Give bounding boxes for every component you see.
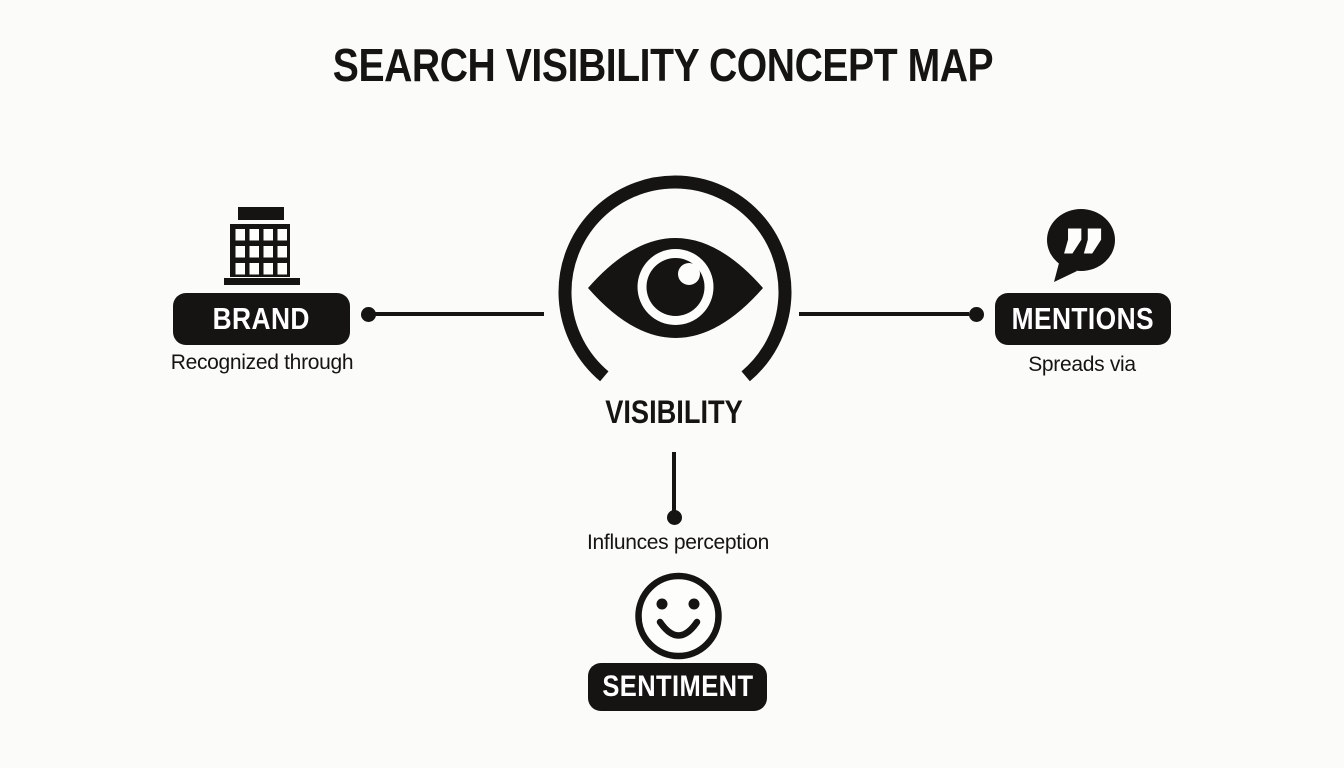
connector-mentions-line	[799, 312, 969, 316]
sentiment-node-pill: SENTIMENT	[588, 663, 767, 711]
eye-in-circle-icon	[558, 175, 792, 382]
brand-label: BRAND	[212, 301, 311, 336]
sentiment-sublabel: Influnces perception	[587, 531, 769, 554]
quote-bubble-icon: ”	[1047, 209, 1115, 290]
visibility-label-text: VISIBILITY	[605, 394, 743, 430]
building-icon	[224, 207, 300, 285]
mentions-label: MENTIONS	[1011, 301, 1155, 336]
mentions-node-pill: MENTIONS	[995, 293, 1171, 345]
connector-mentions-dot	[969, 307, 984, 322]
page-title: SEARCH VISIBILITY CONCEPT MAP	[275, 38, 1052, 92]
mentions-sublabel: Spreads via	[1028, 353, 1136, 376]
smiley-face-icon	[635, 572, 722, 660]
page-title-text: SEARCH VISIBILITY CONCEPT MAP	[332, 39, 994, 91]
sentiment-label: SENTIMENT	[601, 670, 754, 703]
svg-text:”: ”	[1057, 213, 1110, 290]
connector-sentiment-dot	[667, 510, 682, 525]
visibility-node-label: VISIBILITY	[593, 394, 755, 431]
brand-node-pill: BRAND	[173, 293, 350, 345]
connector-brand-line	[374, 312, 544, 316]
connector-sentiment-line	[672, 452, 676, 512]
brand-sublabel: Recognized through	[170, 351, 354, 374]
connector-brand-dot	[361, 307, 376, 322]
